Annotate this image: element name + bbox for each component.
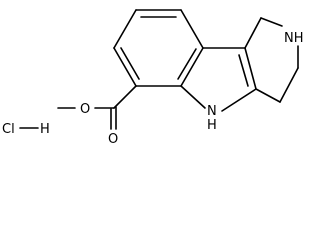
pyrrole-ring [180, 47, 257, 112]
bond-c9b-c1 [244, 17, 262, 49]
nh-label: NH [284, 31, 304, 46]
bond-benz-top-right [180, 9, 204, 49]
chlorine-label: Cl [2, 122, 15, 137]
ether-o-label: O [80, 102, 90, 117]
benzene-ring [113, 9, 204, 87]
indole-n-label: N [207, 104, 217, 119]
bond-benz-double-left [120, 47, 140, 80]
molecule-drawing: NH N H O O Cl H [2, 9, 304, 147]
piperidine-ring [244, 17, 299, 103]
carbonyl-o-label: O [108, 132, 118, 147]
bond-c1-n2 [260, 17, 283, 27]
bond-n5-c5a [180, 85, 206, 109]
bond-c4a-n5 [221, 88, 257, 112]
bond-benz-double-right [177, 48, 197, 80]
hydrogen-label: H [40, 122, 50, 137]
bond-c3-c4 [279, 67, 299, 103]
bond-benz-bottom-left [113, 47, 137, 87]
bond-c4-c4a [255, 88, 281, 103]
bond-c9b-c4a [244, 47, 257, 90]
bond-benz-top-left [113, 9, 137, 49]
bond-ring-carbonyl [113, 85, 137, 109]
bond-c4a-c4a-double [238, 54, 249, 87]
bond-benz-right [180, 47, 204, 87]
methyl-ester [57, 85, 137, 130]
structure-svg: NH N H O O Cl H [2, 9, 304, 147]
indole-h-label: H [207, 118, 217, 133]
